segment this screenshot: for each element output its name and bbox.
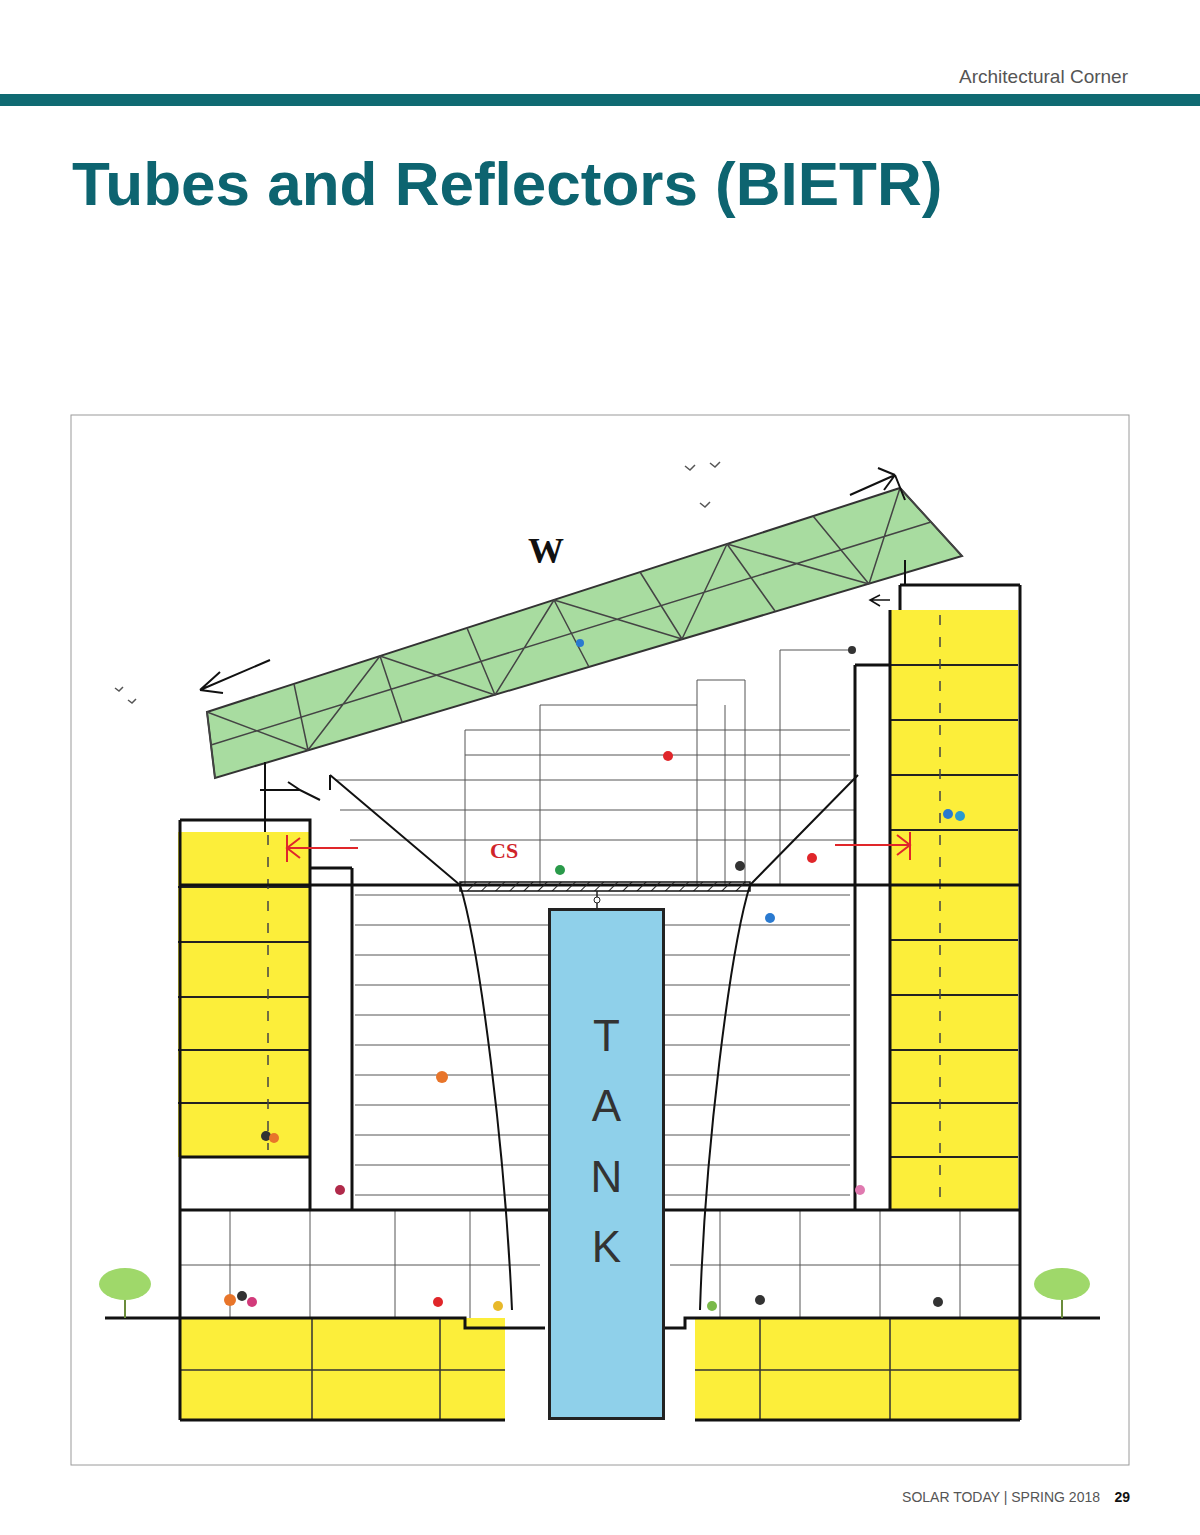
section-header: Architectural Corner [959, 66, 1128, 88]
cs-label: CS [490, 838, 518, 864]
figure-frame [71, 415, 1129, 1465]
person [237, 1291, 247, 1301]
person [576, 639, 584, 647]
person [335, 1185, 345, 1195]
section-header-holder: Architectural Corner [959, 66, 1128, 88]
person [807, 853, 817, 863]
basement-right-fill [695, 1318, 1020, 1420]
person [943, 809, 953, 819]
basement-left-fill [180, 1318, 505, 1420]
person [933, 1297, 943, 1307]
person [247, 1297, 257, 1307]
person [433, 1297, 443, 1307]
person [493, 1301, 503, 1311]
person [955, 811, 965, 821]
truss-members [207, 488, 962, 778]
left-tower-fill [178, 832, 310, 1157]
footer-issue-holder: SOLAR TODAY | SPRING 2018 [902, 1489, 1100, 1505]
page-number-holder: 29 [1114, 1489, 1130, 1505]
reflector-curve [700, 775, 858, 1310]
tree [99, 1268, 151, 1300]
person [765, 913, 775, 923]
dimension-arrow [850, 468, 905, 500]
person [436, 1071, 448, 1083]
birds [115, 462, 720, 703]
tube-reflector-roof [207, 488, 962, 778]
person [224, 1294, 236, 1306]
cs-platform [460, 882, 750, 891]
title-holder: Tubes and Reflectors (BIETR) [72, 148, 942, 219]
reflector-curve [330, 775, 512, 1310]
hanger-ring [594, 897, 600, 903]
page-title: Tubes and Reflectors (BIETR) [72, 148, 942, 219]
small-arrow [870, 595, 890, 606]
tank-label: TANK [585, 1001, 629, 1283]
dimension-arrow [200, 660, 270, 693]
person [755, 1295, 765, 1305]
footer-issue: SOLAR TODAY | SPRING 2018 [902, 1489, 1100, 1505]
red-arrow [835, 832, 910, 860]
header-bar [0, 94, 1200, 106]
person [269, 1133, 279, 1143]
red-arrow [287, 835, 358, 862]
person [707, 1301, 717, 1311]
cs-label-holder: CS [490, 838, 518, 864]
roof-supports [260, 560, 905, 832]
page-number: 29 [1114, 1489, 1130, 1505]
person [855, 1185, 865, 1195]
tank-shape: TANK [548, 908, 665, 1420]
person [555, 865, 565, 875]
person [663, 751, 673, 761]
right-tower-fill [890, 610, 1018, 1210]
person [735, 861, 745, 871]
person [848, 646, 856, 654]
width-dimension: W [528, 530, 564, 572]
width-dimension-holder: W [528, 530, 564, 572]
tree [1034, 1268, 1090, 1300]
